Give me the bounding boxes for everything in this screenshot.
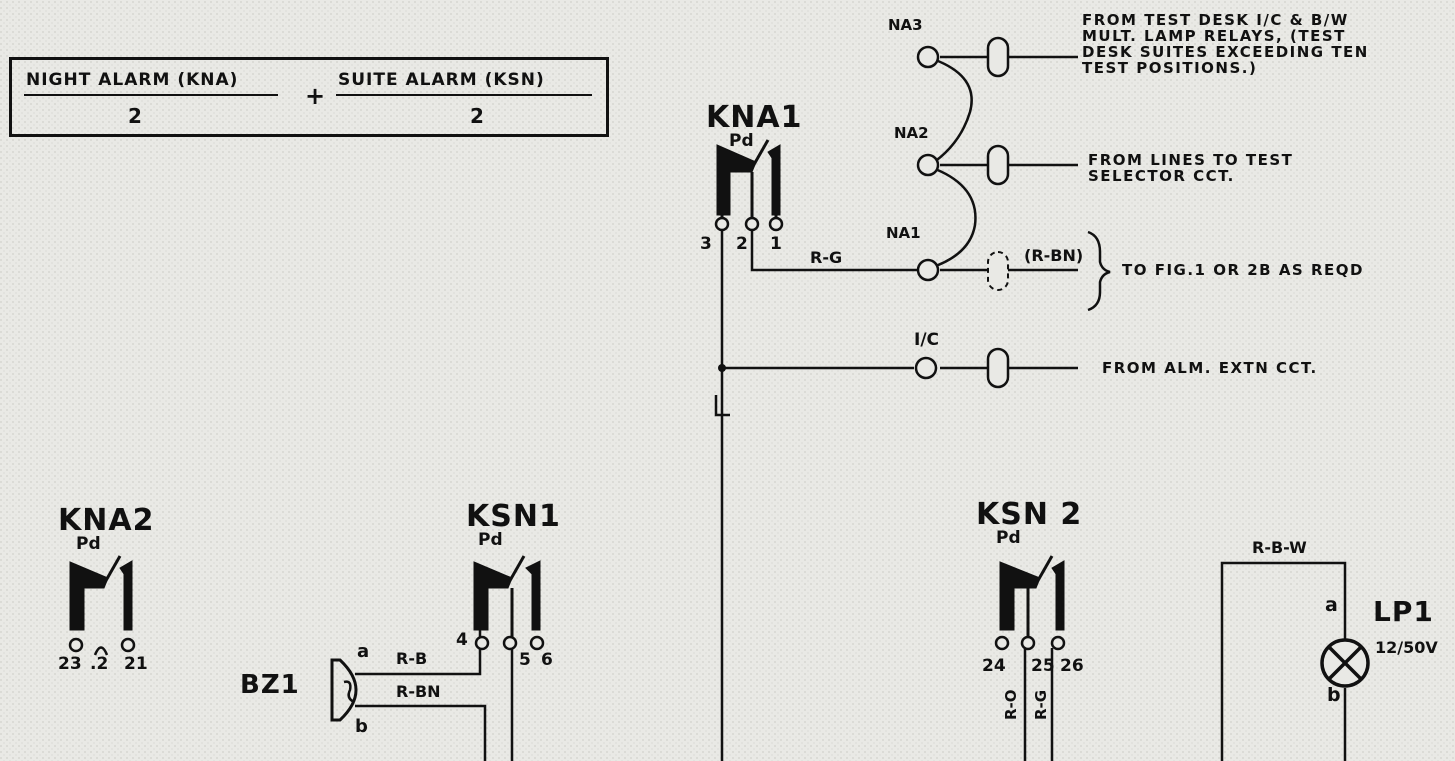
- wiring: [355, 55, 1347, 761]
- key-ksn2-name: KSN 2: [976, 497, 1083, 532]
- key-kna1-pin-1: 1: [770, 234, 782, 254]
- key-ksn1-name: KSN1: [466, 499, 561, 534]
- wire-r-g: [750, 228, 920, 272]
- wire-label-r-b-w: R-B-W: [1252, 538, 1307, 557]
- key-ksn1-pin-6: 6: [541, 650, 553, 670]
- note-fig: TO FIG.1 OR 2B AS REQD: [1122, 261, 1364, 279]
- wire-r-bn: [355, 704, 487, 761]
- strap-na3-na2: [929, 56, 973, 167]
- terminal-ic-label: I/C: [914, 330, 940, 350]
- terminal-na2-circle: [916, 153, 940, 177]
- wire-label-r-b: R-B: [396, 649, 428, 668]
- plus-sign: +: [305, 82, 327, 110]
- suite-alarm-fraction-line: [336, 94, 592, 96]
- key-kna2-pin-22: .2: [90, 654, 109, 674]
- key-kna2-pd: Pd: [76, 534, 101, 554]
- key-ksn2-pin-26: 26: [1060, 656, 1084, 676]
- note-test-desk: FROM TEST DESK I/C & B/W MULT. LAMP RELA…: [1082, 12, 1369, 76]
- note-alm: FROM ALM. EXTN CCT.: [1102, 359, 1318, 377]
- buzzer-bz1-name: BZ1: [240, 670, 300, 700]
- key-ksn2-pd: Pd: [996, 528, 1021, 548]
- key-kna2-pin-21: 21: [124, 654, 148, 674]
- brace: [1087, 230, 1111, 312]
- key-ksn2-symbol: [994, 555, 1066, 651]
- lamp-a: a: [1325, 594, 1338, 616]
- key-kna1-pin-3: 3: [700, 234, 712, 254]
- key-kna2-name: KNA2: [58, 503, 155, 538]
- terminal-na2-label: NA2: [894, 124, 929, 142]
- lamp-b: b: [1327, 684, 1341, 706]
- lamp-rating: 12/50V: [1375, 638, 1438, 657]
- key-ksn2-pin-24: 24: [982, 656, 1006, 676]
- buzzer-b: b: [355, 716, 368, 737]
- key-kna1-symbol: [714, 139, 784, 232]
- lamp-lp1-name: LP1: [1373, 595, 1434, 628]
- key-ksn1-pd: Pd: [478, 530, 503, 550]
- wire-label-r-o-vertical: R-O: [1002, 689, 1020, 720]
- suite-alarm-denominator: 2: [470, 104, 485, 128]
- note-lines: FROM LINES TO TEST SELECTOR CCT.: [1088, 152, 1293, 184]
- buzzer-a: a: [357, 641, 370, 662]
- terminal-na3-label: NA3: [888, 16, 923, 34]
- suite-alarm-label: SUITE ALARM (KSN): [338, 70, 545, 90]
- wire-label-r-g: R-G: [810, 248, 843, 267]
- wire-label-l: L: [712, 398, 725, 418]
- buzzer-bz1-symbol: [330, 658, 358, 722]
- l-mark: [714, 395, 730, 417]
- sleeve-na3: [986, 36, 1010, 78]
- key-ksn1-pin-4: 4: [456, 630, 468, 650]
- wire-label-r-bn-paren: (R-BN): [1024, 246, 1084, 265]
- key-kna1-pd: Pd: [729, 131, 754, 151]
- note-test-desk-line-1: FROM TEST DESK I/C & B/W: [1082, 11, 1349, 29]
- title-box: [9, 57, 609, 137]
- night-alarm-fraction-line: [24, 94, 278, 96]
- key-ksn1-symbol: [473, 555, 545, 651]
- key-kna2-pin-23: 23: [58, 654, 82, 674]
- wire-label-r-bn: R-BN: [396, 682, 441, 701]
- sleeve-na2: [986, 144, 1010, 186]
- junction-dot: [718, 364, 726, 372]
- note-lines-line-1: FROM LINES TO TEST: [1088, 151, 1294, 169]
- terminal-na3-circle: [916, 45, 940, 69]
- key-kna1-pin-2: 2: [736, 234, 748, 254]
- key-ksn2-pin-25: 25: [1031, 656, 1055, 676]
- strap-na2-na1: [929, 165, 977, 270]
- lamp-lp1-symbol: [1320, 638, 1370, 688]
- sleeve-ic: [986, 347, 1010, 389]
- note-test-desk-line-3: DESK SUITES EXCEEDING TEN: [1082, 43, 1369, 61]
- terminal-na1-circle: [916, 258, 940, 282]
- sleeve-na1-dashed: [987, 251, 1009, 291]
- night-alarm-label: NIGHT ALARM (KNA): [26, 70, 239, 90]
- key-kna1-name: KNA1: [706, 100, 803, 135]
- note-test-desk-line-2: MULT. LAMP RELAYS, (TEST: [1082, 27, 1346, 45]
- note-lines-line-2: SELECTOR CCT.: [1088, 167, 1235, 185]
- key-ksn1-pin-5: 5: [519, 650, 531, 670]
- wire-label-r-g-vertical: R-G: [1032, 689, 1050, 720]
- terminal-na1-label: NA1: [886, 224, 921, 242]
- wire-r-b-w: [1220, 561, 1347, 761]
- terminal-ic-circle: [914, 356, 938, 380]
- key-kna2-symbol: [68, 555, 136, 656]
- note-test-desk-line-4: TEST POSITIONS.): [1082, 59, 1258, 77]
- night-alarm-denominator: 2: [128, 104, 143, 128]
